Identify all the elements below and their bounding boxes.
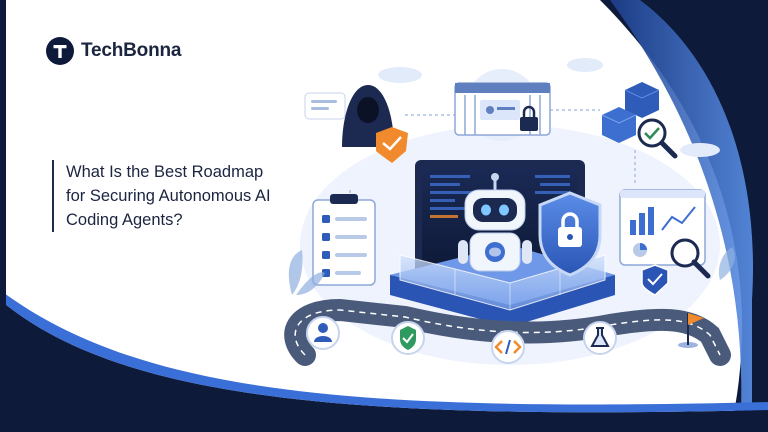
checklist-clipboard-icon [312,194,376,286]
goal-flag-icon [678,313,704,348]
user-icon [318,323,328,333]
hooded-hacker-icon [304,85,408,163]
milestone-code [491,330,525,364]
security-roadmap-illustration [284,58,735,366]
cubes-magnifier-icon [601,82,678,159]
title-line-1: What Is the Best Roadmap [66,163,264,181]
analytics-dashboard-icon [619,189,711,296]
flask-icon [590,327,610,347]
server-rack-lock-icon [454,69,551,141]
brand-name: TechBonna [81,40,182,61]
milestone-user [306,316,340,350]
milestone-flask [583,321,617,355]
title-line-3: Coding Agents? [66,211,183,229]
title-line-2: for Securing Autonomous AI [66,187,271,205]
cloud-decoration [378,58,720,157]
robot-icon [458,173,532,272]
plant-decoration [288,250,325,295]
logo-mark-icon [46,37,74,65]
shield-check-icon [400,326,416,350]
milestone-shield [391,321,425,355]
roadmap-road [284,298,731,366]
code-brackets-icon [494,340,522,354]
page-title: What Is the Best Roadmap for Securing Au… [52,160,326,232]
shield-lock-icon [538,191,602,277]
brand-logo[interactable]: TechBonna [46,37,181,65]
